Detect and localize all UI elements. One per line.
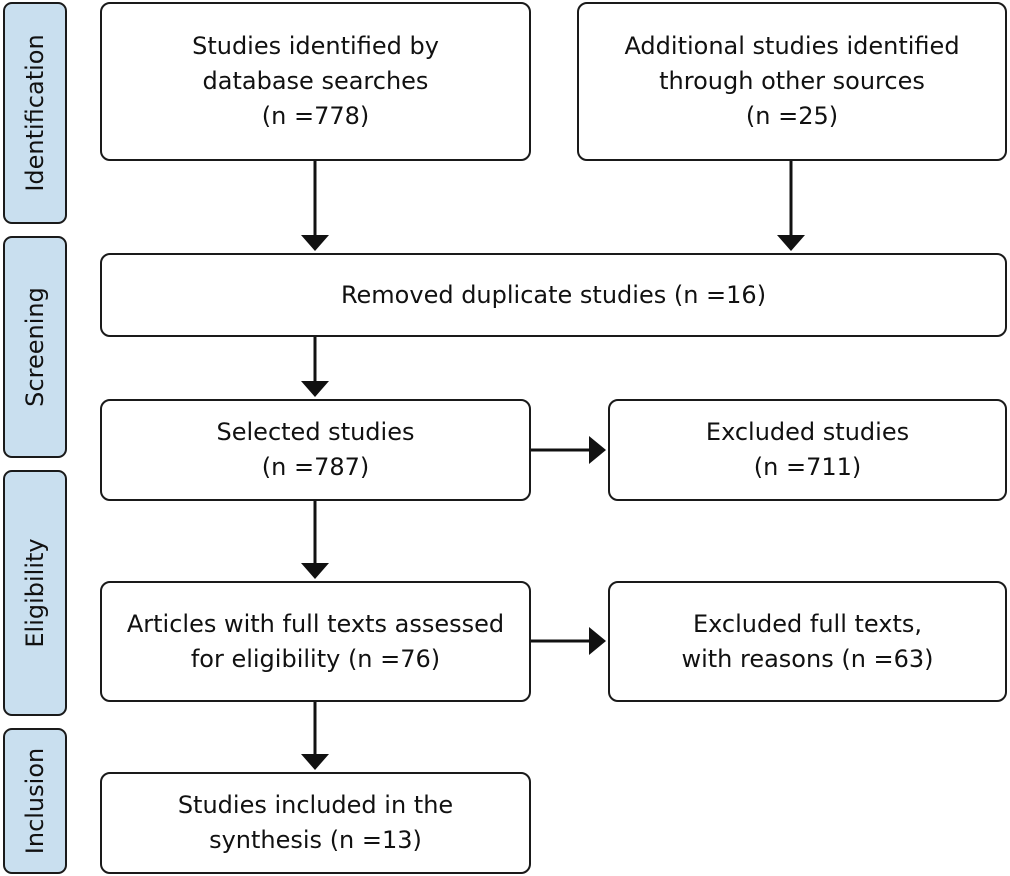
included-studies-box: Studies included in the synthesis (n =13…: [100, 772, 531, 874]
duplicates-box: Removed duplicate studies (n =16): [100, 253, 1007, 337]
included-studies-line2: synthesis (n =13): [209, 826, 422, 854]
other-sources-line1: Additional studies identified: [624, 32, 960, 60]
selected-studies-box: Selected studies (n =787): [100, 399, 531, 501]
arrowhead-fulltexts-to-included: [301, 754, 329, 770]
arrowhead-fulltexts-to-excluded: [589, 627, 606, 655]
other-sources-box: Additional studies identified through ot…: [577, 2, 1007, 161]
excluded-studies-box: Excluded studies (n =711): [608, 399, 1007, 501]
arrowhead-duplicates-to-selected: [301, 381, 329, 397]
phase-inclusion: Inclusion: [3, 728, 67, 874]
included-studies-line1: Studies included in the: [177, 791, 454, 819]
other-sources-line2: through other sources: [659, 67, 925, 95]
database-searches-line1: Studies identified by: [192, 32, 439, 60]
arrowhead-other-to-duplicates: [777, 235, 805, 251]
excluded-full-texts-line1: Excluded full texts,: [692, 609, 922, 638]
full-texts-line2: for eligibility (n =76): [190, 644, 441, 673]
database-searches-box: Studies identified by database searches …: [100, 2, 531, 161]
selected-studies-line1: Selected studies: [216, 418, 415, 446]
phase-eligibility: Eligibility: [3, 470, 67, 716]
full-texts-line1: Articles with full texts assessed: [126, 609, 505, 638]
duplicates-line1: Removed duplicate studies (n =16): [340, 280, 767, 309]
excluded-studies-count: (n =711): [753, 453, 862, 481]
database-searches-count: (n =778): [261, 102, 370, 130]
other-sources-count: (n =25): [745, 102, 839, 130]
excluded-full-texts-line2: with reasons (n =63): [681, 644, 934, 673]
full-texts-box: Articles with full texts assessed for el…: [100, 581, 531, 702]
selected-studies-count: (n =787): [261, 453, 370, 481]
arrowhead-selected-to-fulltexts: [301, 563, 329, 579]
arrowhead-selected-to-excluded: [589, 436, 606, 464]
arrowhead-database-to-duplicates: [301, 235, 329, 251]
excluded-full-texts-box: Excluded full texts, with reasons (n =63…: [608, 581, 1007, 702]
excluded-studies-line1: Excluded studies: [705, 418, 910, 446]
database-searches-line2: database searches: [202, 67, 429, 95]
phase-identification: Identification: [3, 2, 67, 224]
phase-screening: Screening: [3, 236, 67, 458]
